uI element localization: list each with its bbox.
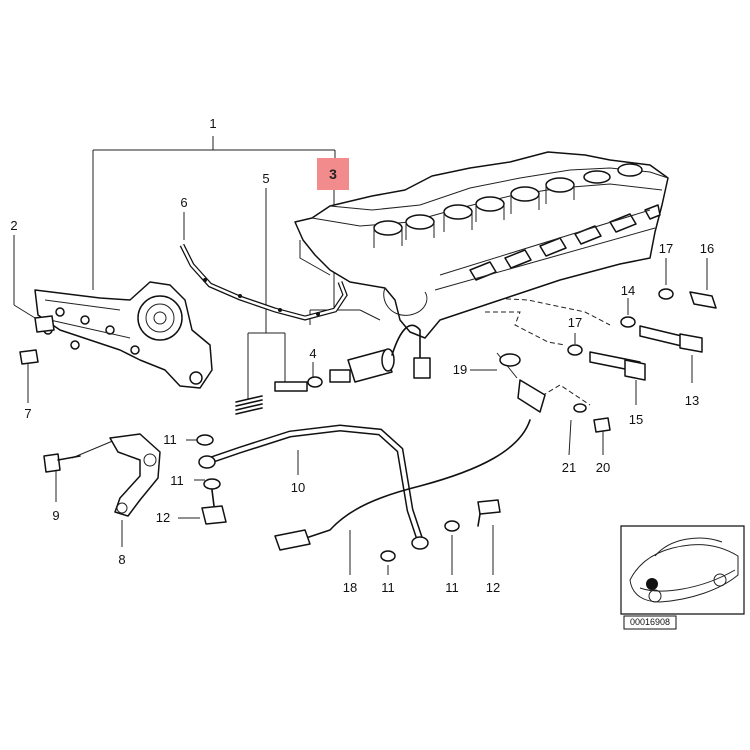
callout-1: 1 <box>209 116 217 131</box>
callout-17-a: 17 <box>658 241 674 256</box>
callout-20: 20 <box>595 460 611 475</box>
callout-8: 8 <box>118 552 126 567</box>
callout-11-d: 11 <box>445 580 459 595</box>
vehicle-location-inset <box>621 526 744 629</box>
callout-11-b: 11 <box>170 473 184 488</box>
callout-11-c: 11 <box>381 580 395 595</box>
callout-15: 15 <box>628 412 644 427</box>
callout-21: 21 <box>561 460 577 475</box>
callout-4: 4 <box>309 346 317 361</box>
callout-16: 16 <box>699 241 715 256</box>
callout-10: 10 <box>290 480 306 495</box>
callout-5: 5 <box>262 171 270 186</box>
callout-12-a: 12 <box>155 510 171 525</box>
gasket <box>182 245 345 318</box>
callout-13: 13 <box>684 393 700 408</box>
callout-7: 7 <box>24 406 32 421</box>
highlight-box <box>317 158 349 190</box>
parts <box>20 289 716 561</box>
leader-lines <box>14 136 707 575</box>
callout-11-a: 11 <box>163 432 177 447</box>
cylinder-head <box>295 152 668 338</box>
callout-2: 2 <box>10 218 18 233</box>
vanos-housing <box>35 282 212 388</box>
callout-18: 18 <box>342 580 358 595</box>
callout-12-b: 12 <box>485 580 501 595</box>
reference-number: 00016908 <box>629 617 671 627</box>
callout-14: 14 <box>620 283 636 298</box>
callout-6: 6 <box>180 195 188 210</box>
callout-9: 9 <box>52 508 60 523</box>
callout-17-b: 17 <box>567 315 583 330</box>
callout-19: 19 <box>452 362 468 377</box>
callout-3: 3 <box>329 166 337 182</box>
